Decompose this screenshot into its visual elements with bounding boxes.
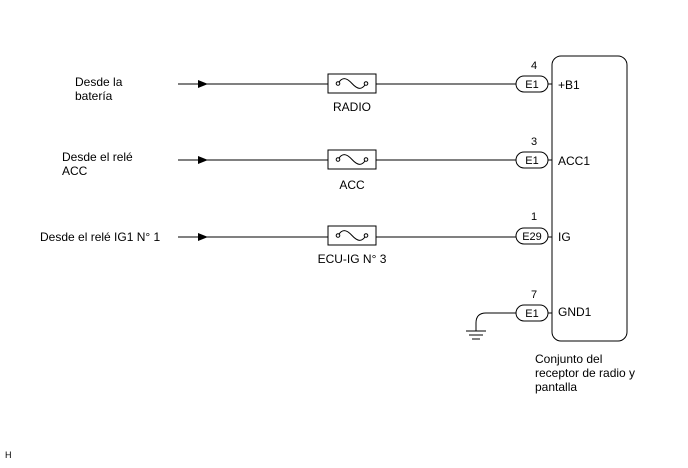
- pin-number-1: 1: [531, 211, 537, 223]
- circuit-row-radio: Desde la batería RADIO 4 E1 +B1: [75, 60, 580, 114]
- circuit-row-ground: 7 E1 GND1: [466, 289, 592, 340]
- source-label-acc-line2: ACC: [62, 164, 88, 178]
- component-label-line1: Conjunto del: [535, 352, 602, 366]
- component-label-line2: receptor de radio y: [535, 366, 635, 380]
- source-label-ig1: Desde el relé IG1 N° 1: [40, 230, 161, 244]
- connector-label-pin7: E1: [525, 308, 538, 320]
- circuit-row-acc: Desde el relé ACC ACC 3 E1 ACC1: [62, 136, 590, 192]
- terminal-label-acc1: ACC1: [558, 154, 590, 168]
- circuit-row-ecu-ig: Desde el relé IG1 N° 1 ECU-IG N° 3 1 E29…: [40, 211, 571, 266]
- pin-number-7: 7: [531, 289, 537, 301]
- connector-label-pin4: E1: [525, 79, 538, 91]
- corner-mark: H: [5, 450, 12, 460]
- terminal-label-ig: IG: [558, 230, 571, 244]
- fuse-label-radio: RADIO: [333, 100, 371, 114]
- connector-e29-pin1: [515, 227, 549, 245]
- fuse-label-acc: ACC: [339, 178, 365, 192]
- source-label-acc-line1: Desde el relé: [62, 150, 133, 164]
- pin-number-4: 4: [531, 60, 537, 72]
- source-label-battery-line2: batería: [75, 89, 113, 103]
- ground-icon: [466, 330, 486, 340]
- component-box: [551, 55, 628, 342]
- pin-number-3: 3: [531, 136, 537, 148]
- arrow-icon: [198, 156, 208, 164]
- source-label-battery-line1: Desde la: [75, 75, 123, 89]
- arrow-icon: [198, 233, 208, 241]
- connector-label-pin3: E1: [525, 155, 538, 167]
- terminal-label-b1: +B1: [558, 78, 580, 92]
- fuse-label-ecu-ig: ECU-IG N° 3: [318, 252, 387, 266]
- terminal-label-gnd1: GND1: [558, 305, 592, 319]
- arrow-icon: [198, 80, 208, 88]
- connector-label-pin1: E29: [522, 231, 542, 243]
- component-label-line3: pantalla: [535, 380, 577, 394]
